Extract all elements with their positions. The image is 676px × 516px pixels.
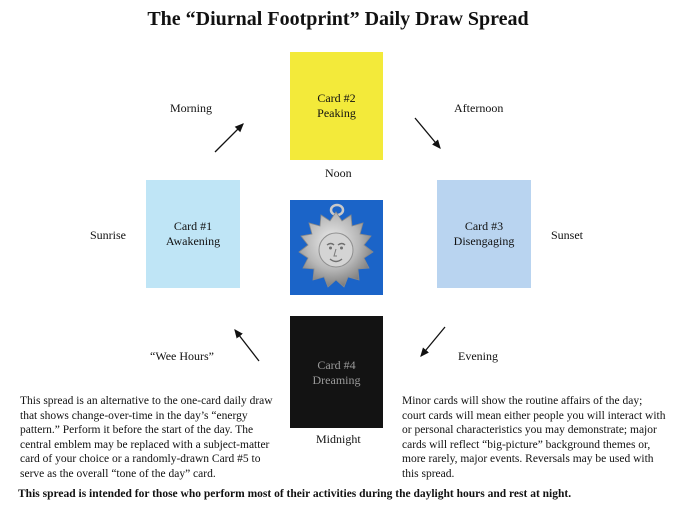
label-noon: Noon: [325, 166, 352, 180]
label-midnight: Midnight: [316, 432, 361, 446]
arrow-evening: [420, 326, 446, 358]
arrow-morning: [214, 123, 244, 153]
arrow-wee-hours: [234, 328, 260, 362]
page-title: The “Diurnal Footprint” Daily Draw Sprea…: [147, 8, 529, 30]
card-2-peaking: Card #2 Peaking: [290, 52, 383, 160]
card-2-name: Peaking: [317, 106, 356, 120]
central-emblem: [290, 200, 383, 295]
card-3-disengaging: Card #3 Disengaging: [437, 180, 531, 288]
card-2-number: Card #2: [317, 91, 356, 105]
label-sunset: Sunset: [551, 228, 584, 242]
label-morning: Morning: [170, 101, 212, 115]
card-4-number: Card #4: [317, 358, 356, 372]
label-wee-hours: “Wee Hours”: [150, 349, 215, 363]
label-sunrise: Sunrise: [90, 228, 126, 242]
card-1-awakening: Card #1 Awakening: [146, 180, 240, 288]
sun-face-medallion-icon: [298, 203, 374, 288]
card-3-number: Card #3: [464, 219, 504, 233]
card-1-number: Card #1: [173, 219, 213, 233]
card-4-dreaming: Card #4 Dreaming: [290, 316, 383, 428]
card-3-name: Disengaging: [453, 234, 515, 248]
card-1-name: Awakening: [165, 234, 221, 248]
note-left: This spread is an alternative to the one…: [20, 395, 273, 480]
card-4-name: Dreaming: [312, 373, 361, 387]
arrow-afternoon: [414, 117, 441, 149]
footer-note: This spread is intended for those who pe…: [18, 488, 572, 500]
note-right: Minor cards will show the routine affair…: [402, 395, 666, 480]
label-evening: Evening: [458, 349, 498, 363]
label-afternoon: Afternoon: [454, 101, 504, 115]
